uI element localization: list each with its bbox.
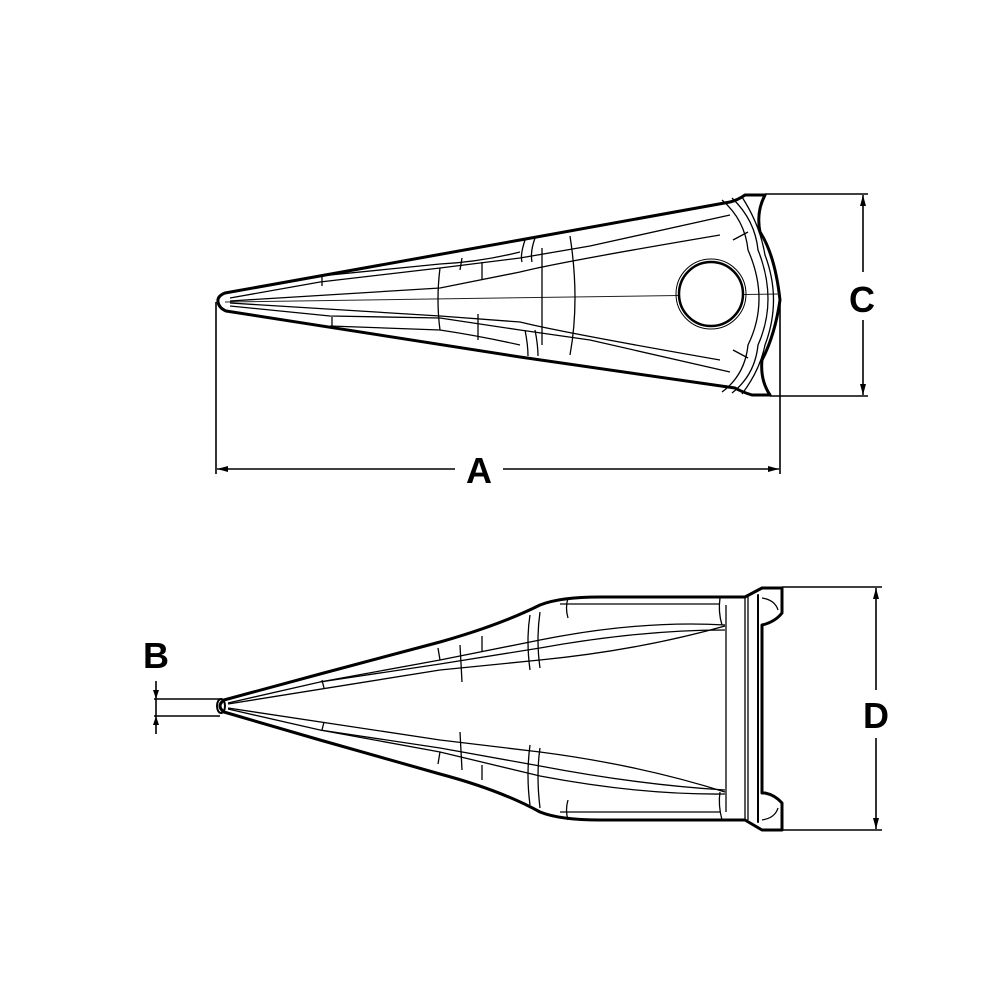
ridge-line — [229, 214, 731, 299]
ridge-line — [227, 625, 726, 705]
arrow-down-icon — [153, 690, 159, 699]
dimension-b: B — [143, 635, 220, 734]
section-mark — [524, 329, 529, 357]
top-view-outline — [218, 586, 784, 832]
side-view — [216, 193, 782, 397]
section-mark — [565, 597, 569, 619]
arrow-up-icon — [860, 195, 866, 206]
ridge-line — [229, 305, 731, 373]
ridge-line — [319, 729, 726, 795]
dimension-label-c: C — [849, 279, 875, 320]
section-mark — [718, 597, 723, 626]
section-mark — [718, 791, 723, 821]
ridge-line — [227, 708, 726, 791]
dimension-label-d: D — [863, 695, 889, 736]
flange-arc — [741, 196, 775, 395]
section-mark — [530, 237, 536, 263]
ridge-line — [229, 302, 721, 361]
arrow-up-icon — [153, 716, 159, 725]
dimension-c: C — [765, 193, 875, 397]
dimension-d: D — [782, 586, 889, 831]
section-mark — [459, 257, 463, 271]
flange-arc — [721, 199, 760, 393]
section-arc — [527, 614, 531, 671]
section-arc — [437, 267, 441, 331]
ridge-line — [227, 629, 726, 704]
ridge-line — [329, 325, 521, 346]
section-mark — [321, 679, 325, 689]
dimension-label-a: A — [466, 450, 492, 491]
arrow-down-icon — [860, 384, 866, 395]
arrow-down-icon — [873, 818, 879, 829]
lug-top — [761, 597, 779, 611]
ridge-line — [229, 234, 721, 302]
arrow-up-icon — [873, 588, 879, 599]
tip-end — [216, 698, 226, 714]
section-mark — [534, 329, 539, 357]
section-arc — [537, 747, 541, 809]
ridge-line — [319, 251, 521, 277]
flange-arc — [731, 197, 769, 394]
dimension-a: A — [215, 300, 781, 491]
section-mark — [565, 799, 569, 821]
ridge-line — [227, 707, 726, 793]
arrow-right-icon — [768, 466, 779, 472]
flange-mark — [732, 231, 749, 241]
side-view-outline — [216, 193, 782, 397]
flange-mark — [732, 349, 749, 359]
lug-bottom — [761, 807, 779, 821]
ridge-line — [319, 623, 726, 683]
section-arc — [569, 235, 576, 356]
dimension-label-b: B — [143, 635, 169, 676]
top-view — [216, 586, 784, 832]
pin-hole-chamfer — [675, 258, 747, 330]
arrow-left-icon — [217, 466, 228, 472]
pin-hole — [677, 260, 745, 328]
section-mark — [520, 239, 526, 263]
section-mark — [459, 644, 463, 683]
section-arc — [537, 611, 541, 669]
section-mark — [459, 731, 463, 771]
section-arc — [527, 744, 531, 806]
section-mark — [321, 721, 325, 731]
section-mark — [437, 751, 441, 765]
section-mark — [437, 647, 441, 661]
